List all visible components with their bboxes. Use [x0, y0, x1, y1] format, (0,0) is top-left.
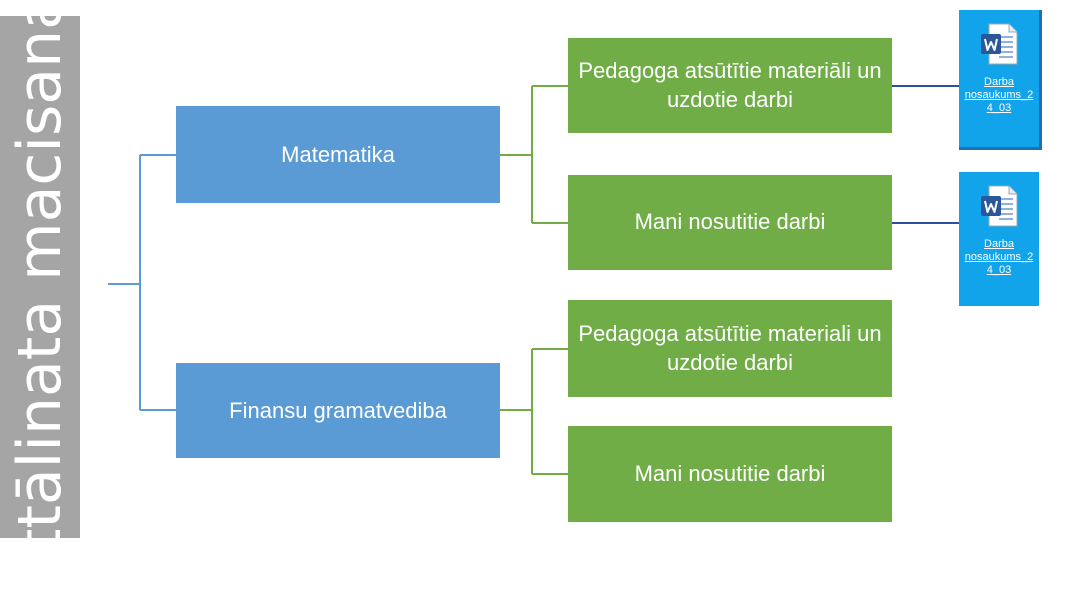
word-document-icon	[981, 23, 1018, 65]
file-shortcut-1[interactable]: Darba nosaukums_2 4_03	[959, 10, 1042, 150]
subject-node-finansu-gramatvediba: Finansu gramatvediba	[176, 363, 500, 458]
child-node-teacher-materials-2: Pedagoga atsūtītie materiali un uzdotie …	[568, 300, 892, 397]
connector-subject-1-to-children	[500, 85, 568, 224]
child-node-label: Mani nosutitie darbi	[634, 209, 826, 235]
subject-node-matematika: Matematika	[176, 106, 500, 203]
child-node-my-submitted-2: Mani nosutitie darbi	[568, 426, 892, 522]
child-node-teacher-materials-1: Pedagoga atsūtītie materiāli un uzdotie …	[568, 38, 892, 133]
subject-node-label: Matematika	[281, 141, 395, 167]
connector-root-to-subjects	[108, 154, 176, 411]
child-node-label: Mani nosutitie darbi	[634, 460, 826, 486]
subject-node-label: Finansu gramatvediba	[229, 397, 447, 423]
connector-subject-2-to-children	[500, 348, 568, 475]
file-label: Darba nosaukums_2 4_03	[964, 238, 1034, 276]
child-node-label: Pedagoga atsūtītie materiāli un uzdotie …	[578, 57, 882, 112]
file-label: Darba nosaukums_2 4_03	[964, 76, 1034, 114]
child-node-my-submitted-1: Mani nosutitie darbi	[568, 175, 892, 270]
child-node-label: Pedagoga atsūtītie materiali un uzdotie …	[578, 320, 882, 375]
file-shortcut-2[interactable]: Darba nosaukums_2 4_03	[959, 172, 1039, 306]
word-document-icon	[981, 185, 1018, 227]
connector-lines	[108, 85, 959, 475]
root-node	[0, 16, 80, 538]
